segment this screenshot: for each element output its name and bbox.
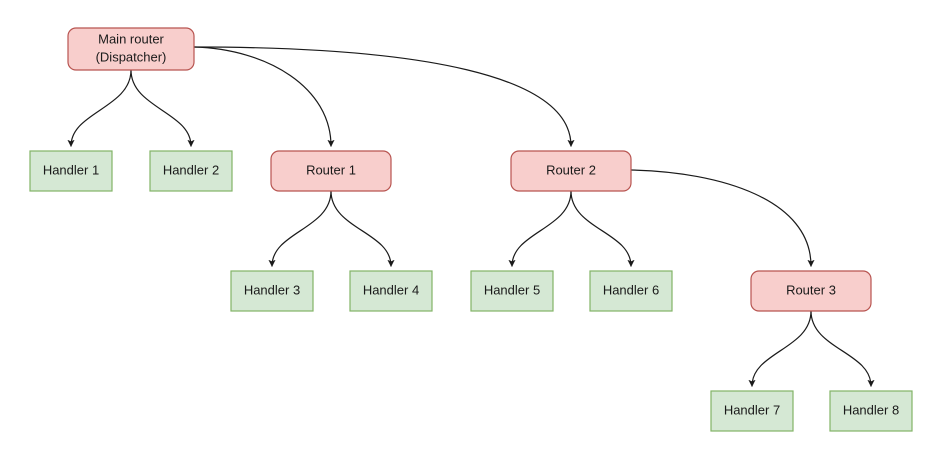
node-handler-7[interactable]: Handler 7	[710, 390, 794, 432]
router-3-shape[interactable]	[750, 270, 872, 312]
node-handler-5[interactable]: Handler 5	[470, 270, 554, 312]
edge-main-to-handler-2	[130, 69, 195, 147]
handler-6-shape[interactable]	[589, 270, 673, 312]
edge-main-to-router-1	[193, 46, 335, 147]
handler-4-shape[interactable]	[349, 270, 433, 312]
edge-router-2-to-handler-6	[570, 190, 635, 267]
node-handler-6[interactable]: Handler 6	[589, 270, 673, 312]
edge-router-2-to-router-3	[630, 169, 815, 267]
node-router-3[interactable]: Router 3	[750, 270, 872, 312]
edge-router-3-to-handler-8	[810, 310, 875, 387]
nodes-layer: Main router(Dispatcher) Handler 1 Handler …	[29, 27, 913, 432]
handler-5-shape[interactable]	[470, 270, 554, 312]
edge-router-1-to-handler-3	[268, 190, 332, 267]
node-router-1[interactable]: Router 1	[270, 150, 392, 192]
handler-1-shape[interactable]	[29, 150, 113, 192]
router-1-shape[interactable]	[270, 150, 392, 192]
node-handler-4[interactable]: Handler 4	[349, 270, 433, 312]
main-router-shape[interactable]	[67, 27, 195, 71]
handler-3-shape[interactable]	[230, 270, 314, 312]
router-2-shape[interactable]	[510, 150, 632, 192]
handler-8-shape[interactable]	[829, 390, 913, 432]
handler-7-shape[interactable]	[710, 390, 794, 432]
node-handler-2[interactable]: Handler 2	[149, 150, 233, 192]
edge-router-3-to-handler-7	[748, 310, 812, 387]
node-handler-3[interactable]: Handler 3	[230, 270, 314, 312]
edge-main-to-router-2	[193, 46, 575, 147]
node-handler-1[interactable]: Handler 1	[29, 150, 113, 192]
edge-router-1-to-handler-4	[330, 190, 395, 267]
node-handler-8[interactable]: Handler 8	[829, 390, 913, 432]
node-router-2[interactable]: Router 2	[510, 150, 632, 192]
handler-2-shape[interactable]	[149, 150, 233, 192]
node-main-router[interactable]: Main router(Dispatcher)	[67, 27, 195, 71]
edge-router-2-to-handler-5	[508, 190, 572, 267]
edge-main-to-handler-1	[67, 69, 132, 147]
edges-layer	[67, 46, 875, 387]
